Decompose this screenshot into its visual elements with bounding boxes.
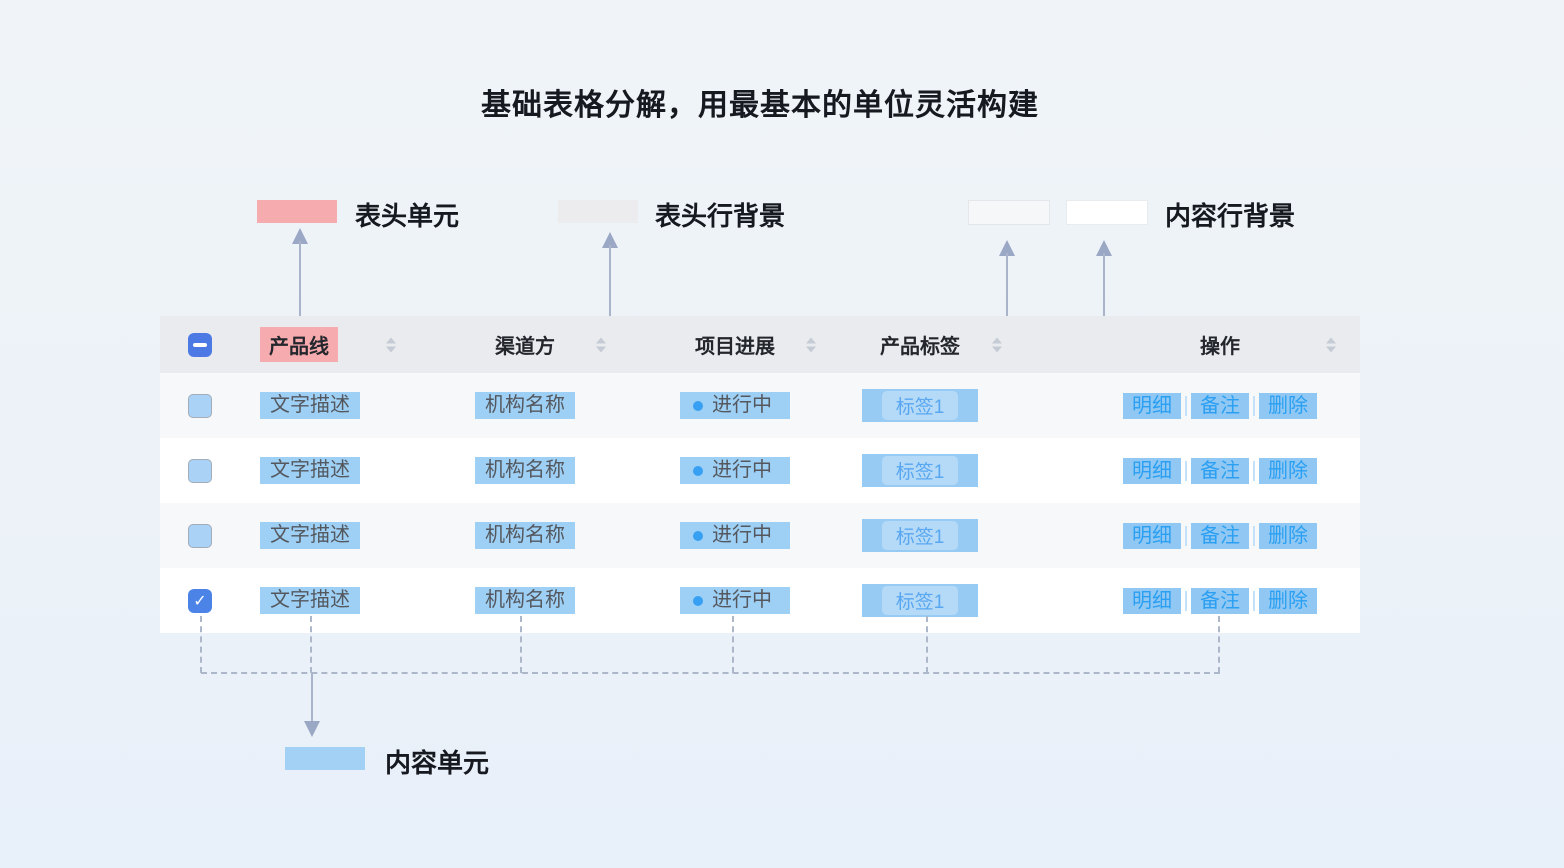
content-cell-desc: 文字描述 xyxy=(260,522,360,549)
content-cell-desc: 文字描述 xyxy=(260,392,360,419)
arrow-up-icon xyxy=(999,240,1015,256)
table-header-row: 产品线 渠道方 项目进展 产品标签 操作 xyxy=(160,316,1360,373)
action-link-note[interactable]: 备注 xyxy=(1191,392,1249,419)
tag-badge: 标签1 xyxy=(881,586,959,615)
content-cell-org: 机构名称 xyxy=(475,457,575,484)
row-checkbox[interactable] xyxy=(188,523,212,548)
dashed-connector xyxy=(310,616,312,673)
status-dot-icon xyxy=(693,595,703,606)
action-link-note[interactable]: 备注 xyxy=(1191,587,1249,614)
arrow-line-header-row-bg xyxy=(609,245,611,334)
arrow-line-content-cell xyxy=(311,673,313,722)
divider xyxy=(1253,460,1255,481)
header-cell-channel[interactable]: 渠道方 xyxy=(420,316,630,373)
divider xyxy=(1185,525,1187,546)
row-checkbox[interactable] xyxy=(188,458,212,483)
arrow-up-icon xyxy=(602,232,618,248)
divider xyxy=(1253,525,1255,546)
legend-swatch-content-cell xyxy=(285,747,365,770)
select-all-checkbox-indeterminate[interactable] xyxy=(188,332,212,357)
action-link-delete[interactable]: 删除 xyxy=(1259,392,1317,419)
dashed-connector xyxy=(1218,616,1220,673)
content-cell-status: 进行中 xyxy=(680,587,790,614)
table-row: 文字描述 机构名称 进行中 标签1 明细备注删除 xyxy=(160,503,1360,568)
legend-label-content-row-bg: 内容行背景 xyxy=(1165,201,1296,231)
arrow-up-icon xyxy=(292,228,308,244)
row-checkbox-checked[interactable]: ✓ xyxy=(188,588,212,613)
content-cell-status: 进行中 xyxy=(680,392,790,419)
tag-badge: 标签1 xyxy=(881,456,959,485)
divider xyxy=(1185,395,1187,416)
table-row: 文字描述 机构名称 进行中 标签1 明细备注删除 xyxy=(160,373,1360,438)
sort-caret-icon[interactable] xyxy=(992,337,1002,352)
table-row: ✓ 文字描述 机构名称 进行中 标签1 明细备注删除 xyxy=(160,568,1360,633)
divider xyxy=(1253,590,1255,611)
legend-swatch-content-row-bg-gray xyxy=(968,200,1050,225)
check-icon: ✓ xyxy=(193,592,207,610)
content-cell-desc: 文字描述 xyxy=(260,457,360,484)
dashed-connector-horizontal xyxy=(201,672,1220,674)
legend-swatch-header-cell xyxy=(257,200,337,223)
arrow-line-header-cell xyxy=(299,241,301,334)
action-link-delete[interactable]: 删除 xyxy=(1259,522,1317,549)
arrow-up-icon xyxy=(1096,240,1112,256)
sort-caret-icon[interactable] xyxy=(1326,337,1336,352)
tag-badge: 标签1 xyxy=(881,521,959,550)
demo-table: 产品线 渠道方 项目进展 产品标签 操作 文字描 xyxy=(160,316,1360,633)
sort-caret-icon[interactable] xyxy=(806,337,816,352)
tag-badge: 标签1 xyxy=(881,391,959,420)
dashed-connector xyxy=(926,616,928,673)
action-link-note[interactable]: 备注 xyxy=(1191,522,1249,549)
sort-caret-icon[interactable] xyxy=(386,337,396,352)
header-cell-checkbox xyxy=(160,316,240,373)
header-cell-tag[interactable]: 产品标签 xyxy=(840,316,1002,373)
sort-caret-icon[interactable] xyxy=(596,337,606,352)
content-cell-status: 进行中 xyxy=(680,457,790,484)
divider xyxy=(1253,395,1255,416)
header-cell-actions[interactable]: 操作 xyxy=(1110,316,1360,373)
divider xyxy=(1185,460,1187,481)
dashed-connector xyxy=(732,616,734,673)
action-link-detail[interactable]: 明细 xyxy=(1123,587,1181,614)
action-link-detail[interactable]: 明细 xyxy=(1123,457,1181,484)
content-cell-tag: 标签1 xyxy=(862,389,978,422)
row-checkbox[interactable] xyxy=(188,393,212,418)
content-cell-tag: 标签1 xyxy=(862,519,978,552)
page-title: 基础表格分解，用最基本的单位灵活构建 xyxy=(481,89,1039,122)
status-dot-icon xyxy=(693,465,703,476)
dashed-connector xyxy=(200,616,202,673)
dashed-connector xyxy=(520,616,522,673)
header-cell-highlight: 产品线 xyxy=(260,327,338,362)
content-cell-desc: 文字描述 xyxy=(260,587,360,614)
header-cell-spacer xyxy=(1000,316,1110,373)
action-link-detail[interactable]: 明细 xyxy=(1123,392,1181,419)
legend-swatch-header-row-bg xyxy=(558,200,638,223)
content-cell-org: 机构名称 xyxy=(475,392,575,419)
action-link-detail[interactable]: 明细 xyxy=(1123,522,1181,549)
divider xyxy=(1185,590,1187,611)
content-cell-tag: 标签1 xyxy=(862,454,978,487)
legend-label-header-cell: 表头单元 xyxy=(355,201,460,231)
legend-label-header-row-bg: 表头行背景 xyxy=(655,201,786,231)
header-cell-progress[interactable]: 项目进展 xyxy=(630,316,840,373)
legend-label-content-cell: 内容单元 xyxy=(385,748,490,778)
content-cell-org: 机构名称 xyxy=(475,522,575,549)
header-cell-product-line[interactable]: 产品线 xyxy=(240,316,420,373)
table-row: 文字描述 机构名称 进行中 标签1 明细备注删除 xyxy=(160,438,1360,503)
status-dot-icon xyxy=(693,400,703,411)
legend-swatch-content-row-bg-white xyxy=(1066,200,1148,225)
action-link-delete[interactable]: 删除 xyxy=(1259,587,1317,614)
status-dot-icon xyxy=(693,530,703,541)
content-cell-org: 机构名称 xyxy=(475,587,575,614)
content-cell-status: 进行中 xyxy=(680,522,790,549)
action-link-delete[interactable]: 删除 xyxy=(1259,457,1317,484)
action-link-note[interactable]: 备注 xyxy=(1191,457,1249,484)
content-cell-tag: 标签1 xyxy=(862,584,978,617)
arrow-down-icon xyxy=(304,721,320,737)
